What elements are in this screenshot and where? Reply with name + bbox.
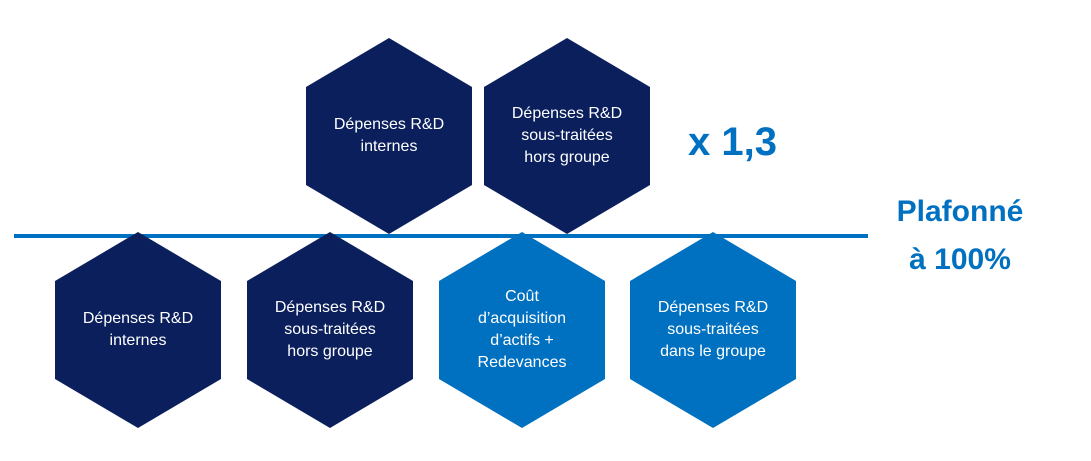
cap-label: Plafonné à 100% — [896, 195, 1024, 276]
hexagon-bottom-asset-acquisition-royalties: Coût d’acquisition d’actifs + Redevances — [439, 232, 605, 428]
hexagon-bottom-internal-rd: Dépenses R&D internes — [55, 232, 221, 428]
hexagon-label: Coût d’acquisition d’actifs + Redevances — [477, 288, 567, 371]
hexagon-label: Dépenses R&D internes — [82, 310, 194, 349]
hexagon-bottom-subcontracted-outside-group: Dépenses R&D sous-traitées hors groupe — [247, 232, 413, 428]
multiplier-label: x 1,3 — [688, 120, 777, 164]
hexagon-label: Dépenses R&D internes — [333, 116, 445, 155]
cap-divider-line — [14, 234, 868, 238]
hexagon-label: Dépenses R&D sous-traitées hors groupe — [274, 299, 386, 360]
hexagon-top-internal-rd: Dépenses R&D internes — [306, 38, 472, 234]
hexagon-top-subcontracted-outside-group: Dépenses R&D sous-traitées hors groupe — [484, 38, 650, 234]
hexagon-label: Dépenses R&D sous-traitées hors groupe — [511, 105, 623, 166]
hexagon-label: Dépenses R&D sous-traitées dans le group… — [657, 299, 769, 360]
hexagon-bottom-subcontracted-within-group: Dépenses R&D sous-traitées dans le group… — [630, 232, 796, 428]
